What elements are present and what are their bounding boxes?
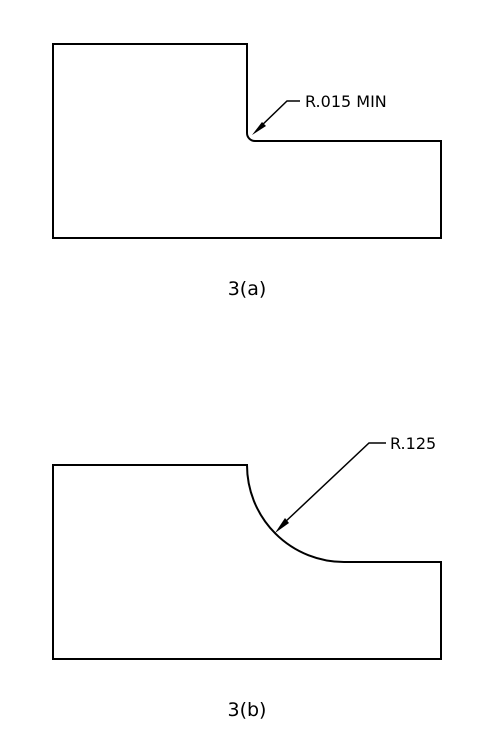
figure-3a: R.015 MIN 3(a)	[52, 43, 442, 300]
leader-line-3a	[258, 100, 300, 129]
figure-caption-3a: 3(a)	[228, 278, 267, 300]
part-outline-3a	[52, 43, 442, 239]
figure-caption-3b: 3(b)	[228, 699, 267, 721]
leader-line-3b	[283, 442, 386, 524]
radius-callout-3b: R.125	[390, 434, 436, 453]
arrowhead-3b	[275, 518, 289, 533]
figure-3b: R.125 3(b)	[52, 434, 442, 721]
part-outline-3b	[52, 464, 442, 660]
radius-callout-3a: R.015 MIN	[305, 92, 387, 111]
arrowhead-3a	[252, 122, 266, 135]
